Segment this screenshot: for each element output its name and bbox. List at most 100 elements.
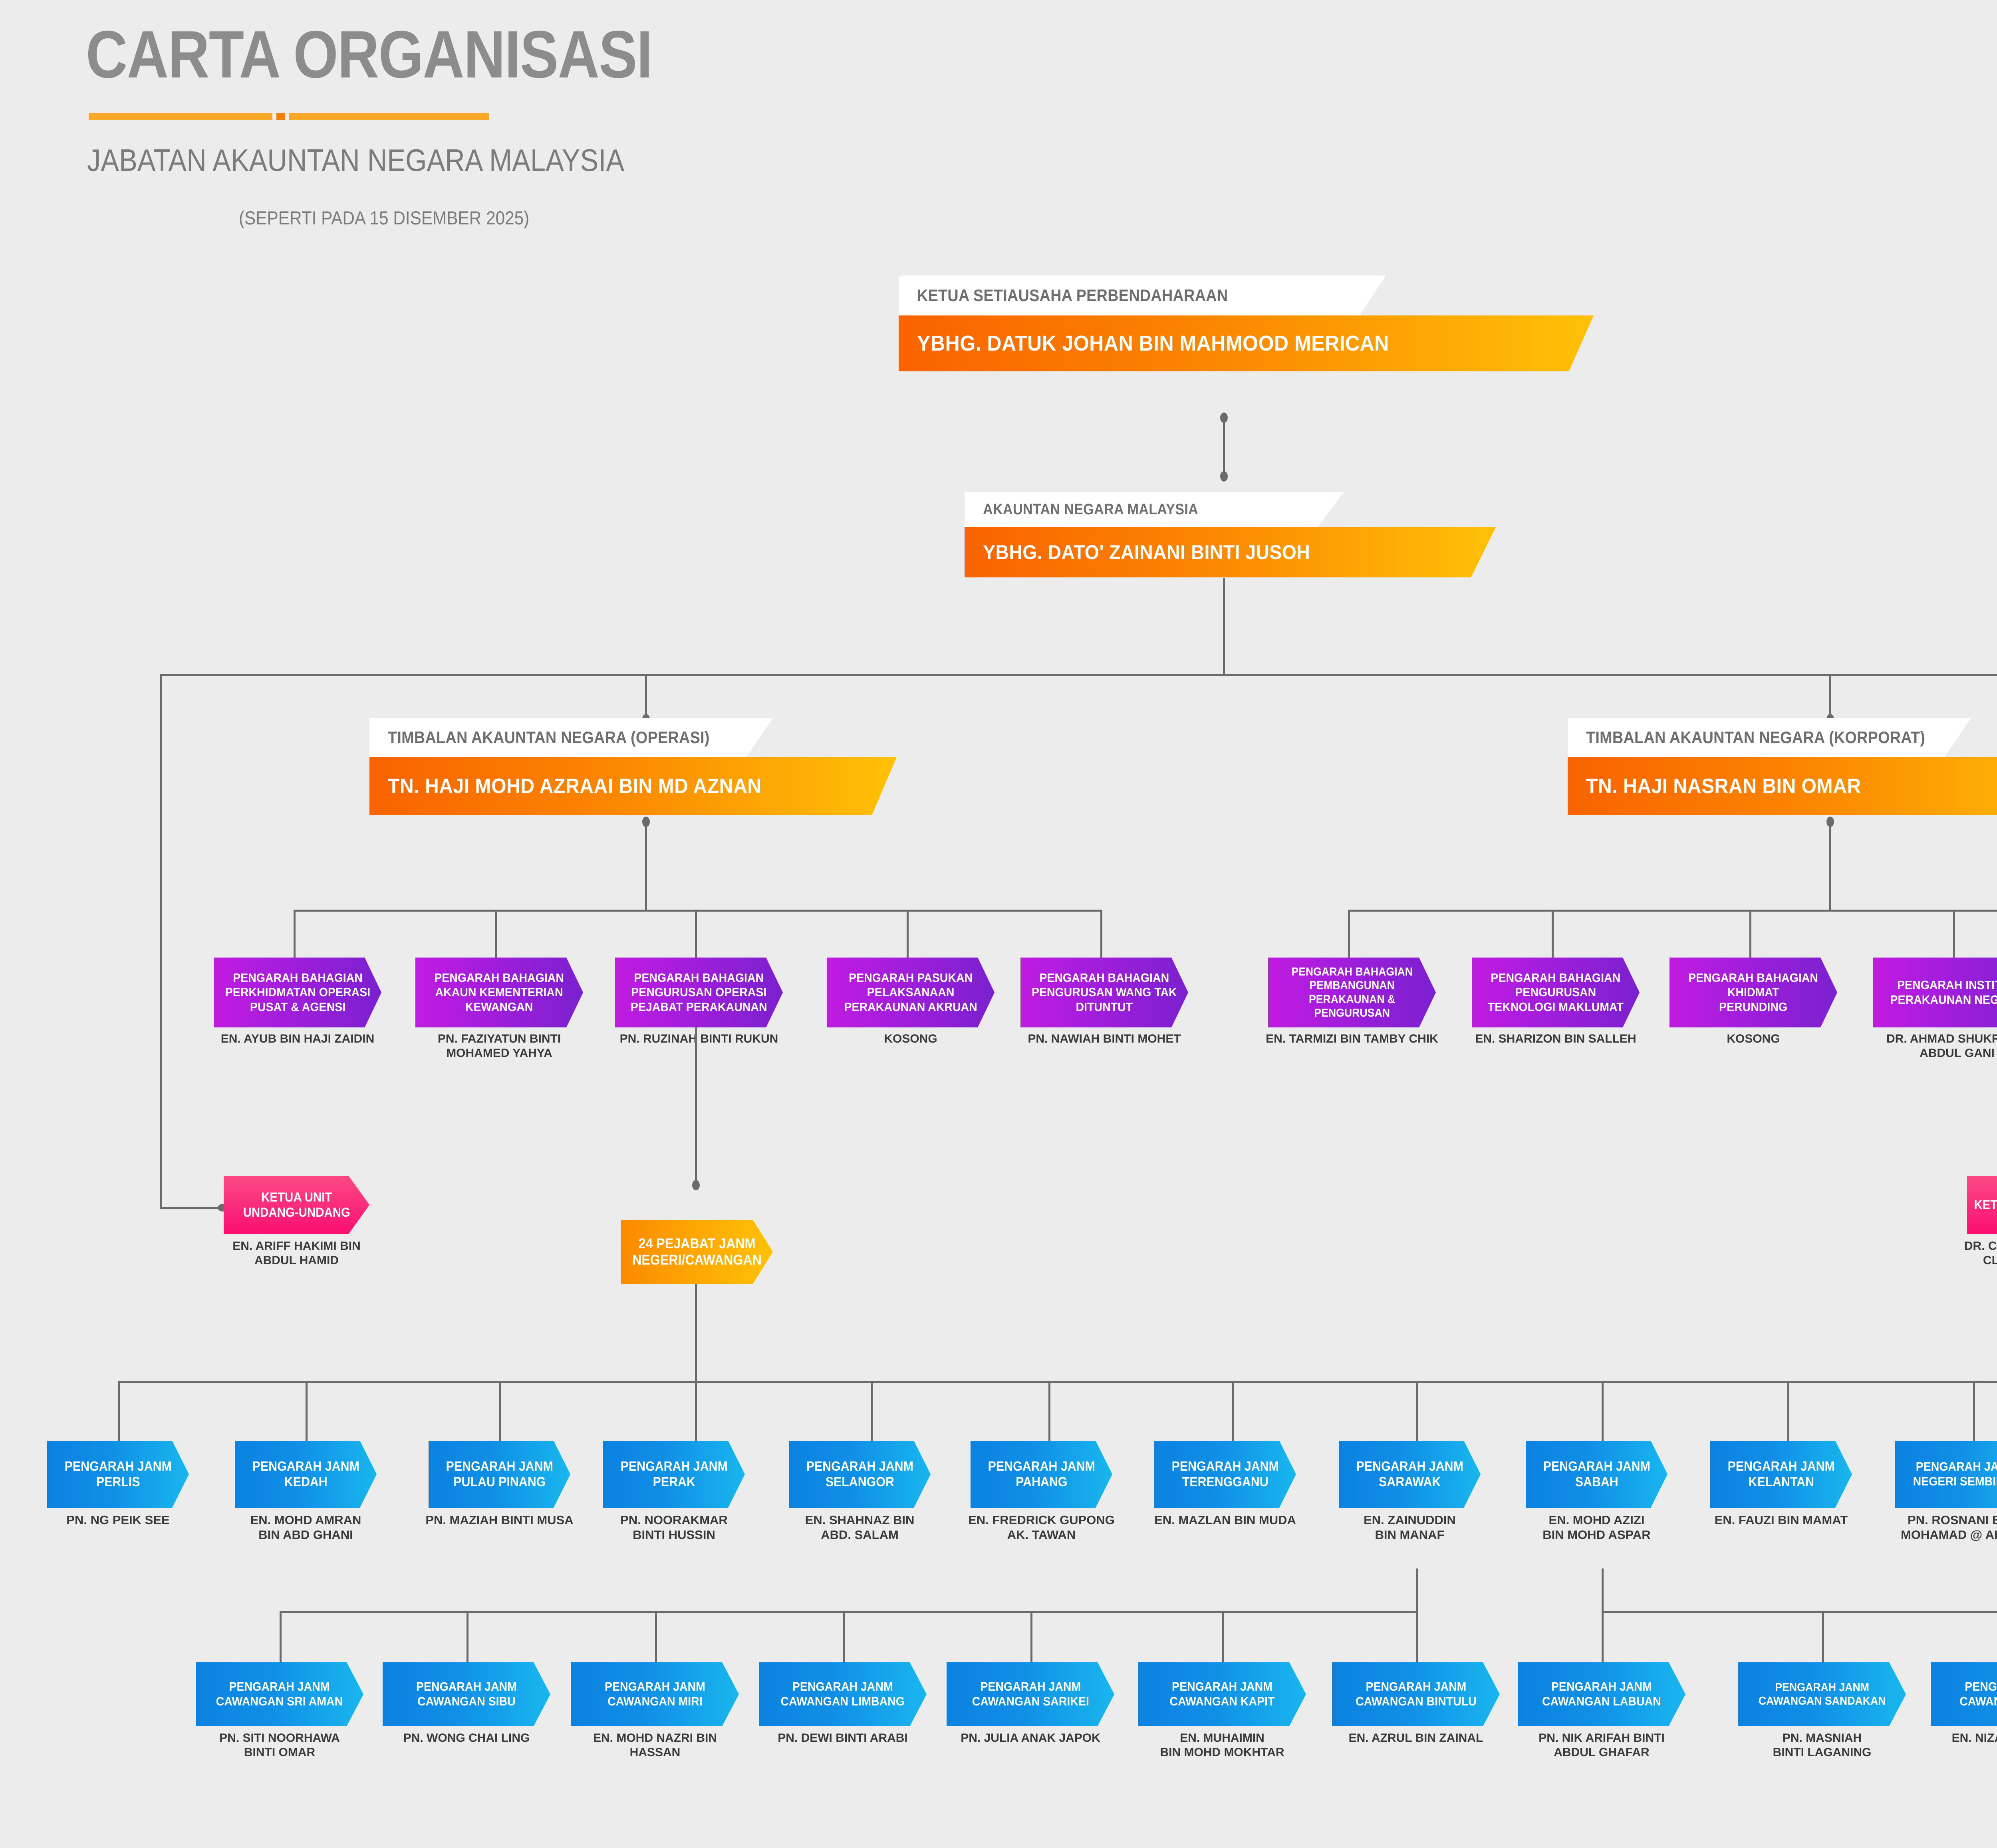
connector-line (645, 674, 647, 718)
division-person: PN. NAWIAH BINTI MOHET (1028, 1032, 1181, 1045)
connector-line (1787, 1381, 1789, 1441)
branch-office-person: PN. WONG CHAI LING (403, 1731, 530, 1745)
connector-line (1222, 1611, 1224, 1662)
division-person: KOSONG (1727, 1032, 1780, 1045)
connector-line (466, 1611, 468, 1662)
connector-bus-sabah (1602, 1611, 1997, 1613)
divider-dot (276, 113, 285, 120)
connector-line (160, 1207, 224, 1209)
unit-card-integriti[interactable]: KETUA UNIT INTEGRITI DR. CHAI CHENG CHEE… (1964, 1176, 1997, 1267)
connector-line (843, 1611, 845, 1662)
connector-line (695, 910, 697, 958)
state-office-person: EN. FAUZI BIN MAMAT (1714, 1513, 1848, 1527)
connector-line (1416, 1568, 1418, 1612)
connector-line (1223, 578, 1225, 674)
division-person: EN. AYUB BIN HAJI ZAIDIN (220, 1032, 375, 1045)
unit-box[interactable]: KETUA UNIT INTEGRITI (1967, 1176, 1997, 1234)
connector-line (1829, 674, 1831, 718)
state-office-person: PN. NG PEIK SEE (66, 1513, 170, 1527)
connector-line (1749, 910, 1751, 958)
deputy-title-operasi: TIMBALAN AKAUNTAN NEGARA (OPERASI) (369, 718, 773, 757)
deputy-card-korporat: TIMBALAN AKAUNTAN NEGARA (KORPORAT) TN. … (1568, 718, 1997, 815)
division-card[interactable]: PENGARAH INSTITUTPERAKAUNAN NEGARA DR. A… (1873, 958, 1997, 1060)
connector-line (871, 1381, 873, 1441)
exec-card-ksp: KETUA SETIAUSAHA PERBENDAHARAAN YBHG. DA… (899, 276, 1594, 371)
connector-line (1232, 1381, 1234, 1441)
branch-office-person: EN. AZRUL BIN ZAINAL (1348, 1731, 1483, 1745)
exec-title-ksp: KETUA SETIAUSAHA PERBENDAHARAAN (899, 276, 1386, 315)
connector-line (1552, 910, 1554, 958)
division-box[interactable]: PENGARAH INSTITUTPERAKAUNAN NEGARA (1873, 958, 1997, 1027)
state-office-person: PN. ROSNANI BINTIMOHAMAD @ AHMAD (1901, 1513, 1997, 1542)
connector-line (695, 1284, 697, 1382)
connector-line (1100, 910, 1102, 958)
connector-bus-sarawak (280, 1611, 1418, 1613)
